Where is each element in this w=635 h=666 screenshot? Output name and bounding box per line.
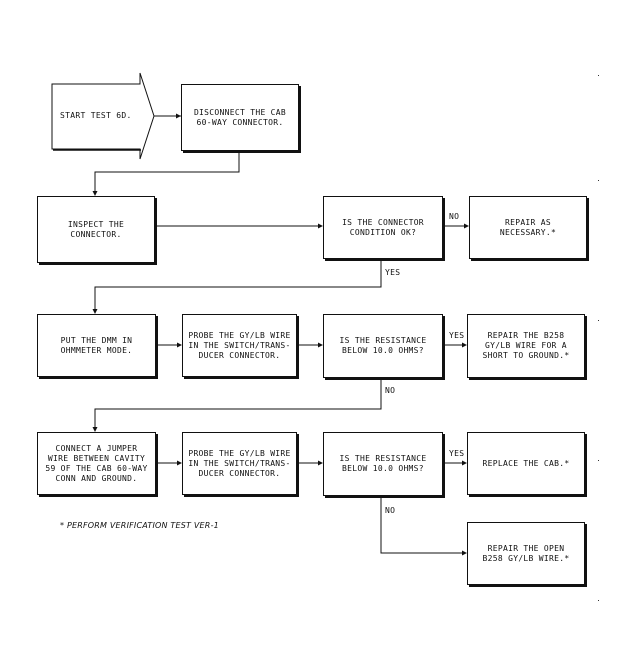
replace-cab-box: REPLACE THE CAB.* xyxy=(467,432,585,495)
jumper-box: CONNECT A JUMPER WIRE BETWEEN CAVITY 59 … xyxy=(37,432,156,495)
resistance-question-1: IS THE RESISTANCE BELOW 10.0 OHMS? xyxy=(323,314,443,378)
yes-label-1: YES xyxy=(385,268,401,277)
probe-wire-box-2: PROBE THE GY/LB WIRE IN THE SWITCH/TRANS… xyxy=(182,432,297,495)
put-dmm-box: PUT THE DMM IN OHMMETER MODE. xyxy=(37,314,156,377)
arrow-yes-dmm xyxy=(94,259,382,311)
connector-ok-question: IS THE CONNECTOR CONDITION OK? xyxy=(323,196,443,259)
no-label-1: NO xyxy=(449,212,460,221)
yes-label-2: YES xyxy=(449,331,465,340)
start-label: START TEST 6D. xyxy=(60,111,132,120)
arrow-no-open xyxy=(380,496,464,554)
probe-wire-box-1: PROBE THE GY/LB WIRE IN THE SWITCH/TRANS… xyxy=(182,314,297,377)
start-arrow-shape xyxy=(51,72,155,160)
inspect-box: INSPECT THE CONNECTOR. xyxy=(37,196,155,263)
arrow-disconnect-inspect xyxy=(94,151,240,193)
resistance-question-2: IS THE RESISTANCE BELOW 10.0 OHMS? xyxy=(323,432,443,496)
repair-short-box: REPAIR THE B258 GY/LB WIRE FOR A SHORT T… xyxy=(467,314,585,378)
repair-necessary-box: REPAIR AS NECESSARY.* xyxy=(469,196,587,259)
arrow-no-jumper xyxy=(94,378,382,429)
no-label-3: NO xyxy=(385,506,396,515)
footnote: * PERFORM VERIFICATION TEST VER-1 xyxy=(60,521,219,530)
disconnect-box: DISCONNECT THE CAB 60-WAY CONNECTOR. xyxy=(181,84,299,151)
repair-open-box: REPAIR THE OPEN B258 GY/LB WIRE.* xyxy=(467,522,585,585)
yes-label-3: YES xyxy=(449,449,465,458)
no-label-2: NO xyxy=(385,386,396,395)
